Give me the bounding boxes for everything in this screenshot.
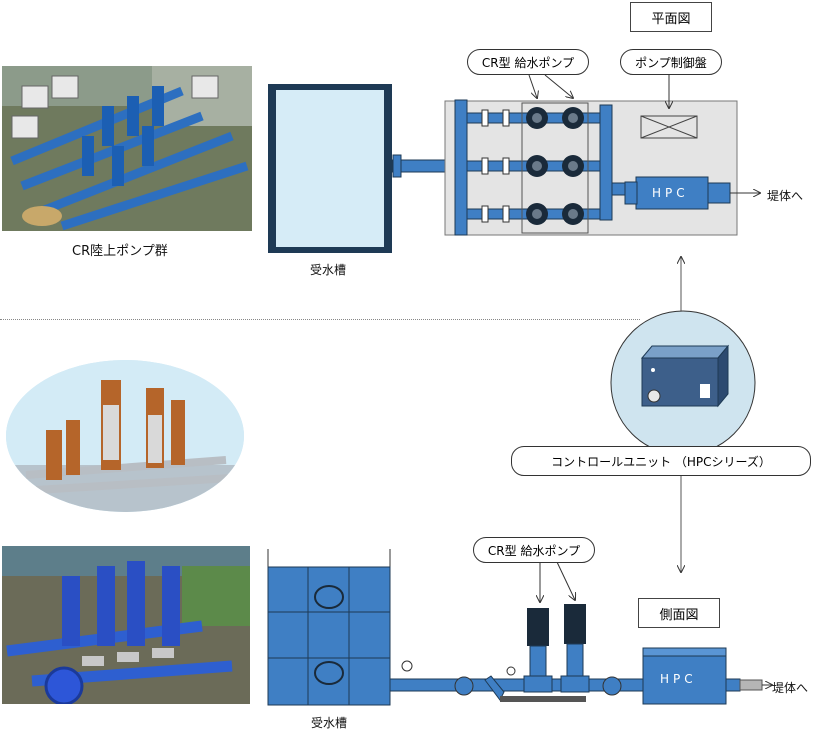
control-unit-label: コントロールユニット （HPCシリーズ） <box>511 446 811 476</box>
to-main-label-bottom: 堤体へ <box>772 681 809 695</box>
cr-pump-label-top: CR型 給水ポンプ <box>467 49 589 75</box>
pump-icon <box>523 604 590 693</box>
to-main-label-top: 堤体へ <box>767 189 804 203</box>
cr-pumps-oval-illustration <box>6 360 244 512</box>
hpc-side <box>642 647 727 705</box>
plan-view-title: 平面図 <box>630 2 712 32</box>
pumps-plan <box>526 107 584 225</box>
cr-pump-group-photo <box>2 66 252 231</box>
cr-pumps-oval-photo <box>6 360 244 512</box>
hpc-plan-label: HPC <box>652 186 689 200</box>
photo-caption: CR陸上ポンプ群 <box>72 244 168 259</box>
section-separator <box>0 319 640 320</box>
control-box-icon <box>640 344 730 408</box>
cr-pump-group-illustration <box>2 66 252 231</box>
tank-side <box>267 566 391 706</box>
blue-pumps-photo <box>2 546 250 704</box>
hpc-plan <box>635 176 709 210</box>
side-view-title: 側面図 <box>638 598 720 628</box>
tank-side-label: 受水槽 <box>311 716 348 730</box>
control-panel-label: ポンプ制御盤 <box>620 49 722 75</box>
tank-plan-label: 受水槽 <box>310 263 347 277</box>
blue-pumps-illustration <box>2 546 250 704</box>
hpc-side-label: HPC <box>660 672 697 686</box>
cr-pump-label-bottom: CR型 給水ポンプ <box>473 537 595 563</box>
